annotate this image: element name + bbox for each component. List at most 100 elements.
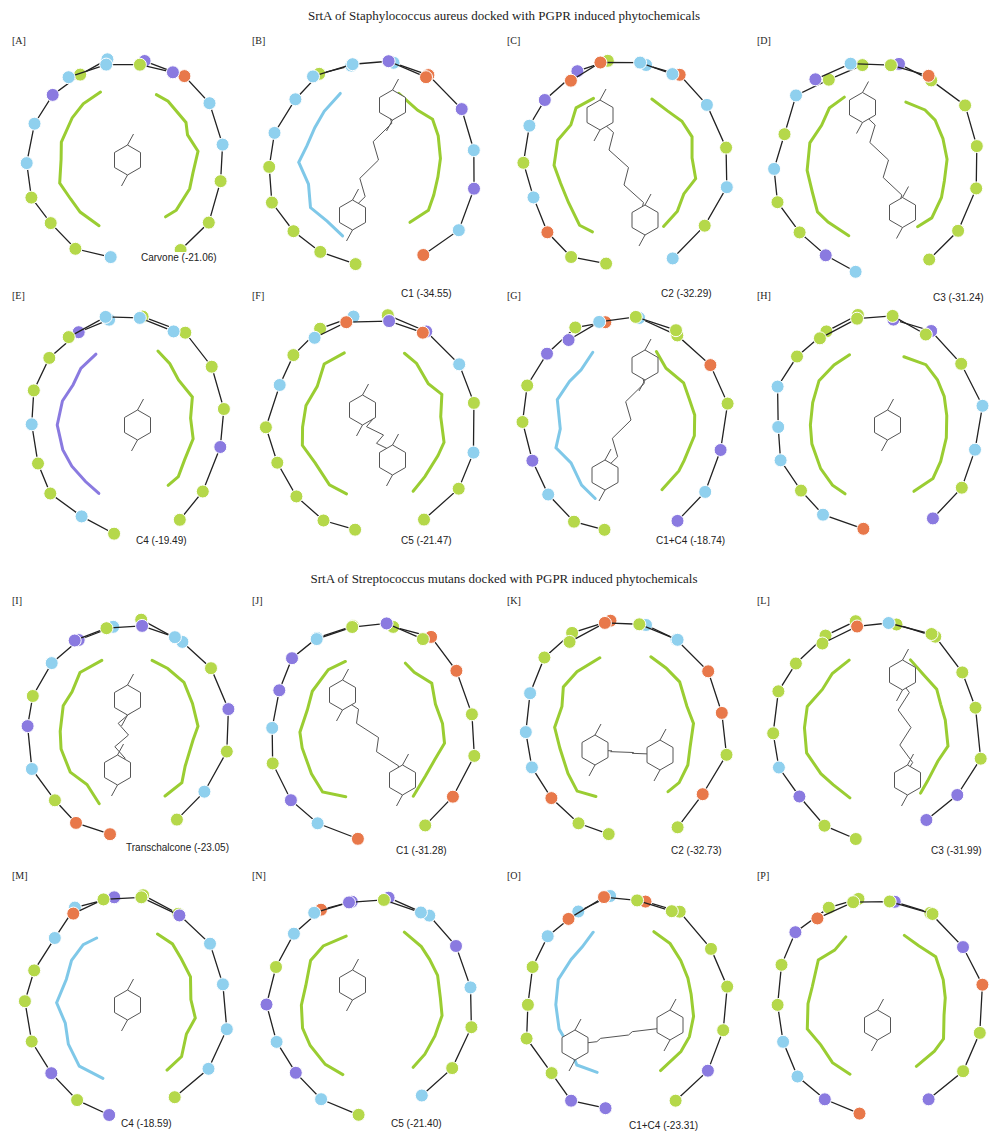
molecule-chain	[347, 105, 392, 215]
residue-circle	[952, 224, 965, 237]
residue-circle	[969, 443, 982, 456]
residue-circle	[166, 66, 179, 79]
residue-circle	[516, 416, 529, 429]
residue-circle	[135, 891, 148, 904]
residue-circle	[538, 94, 551, 107]
residue-circle	[920, 814, 933, 827]
molecule-bond	[343, 669, 349, 680]
residue-circle	[62, 71, 75, 84]
residue-circle	[204, 937, 217, 950]
residue-circle	[844, 57, 857, 70]
residue-circle	[813, 332, 826, 345]
residue-circle	[69, 242, 82, 255]
residue-circle	[43, 351, 56, 364]
residue-circle	[976, 978, 989, 991]
molecule-bond	[363, 384, 369, 395]
residue-circle	[818, 1093, 831, 1106]
residue-circle	[45, 1067, 58, 1080]
molecule-bond	[639, 235, 645, 246]
residue-circle	[97, 893, 110, 906]
residue-circle	[955, 357, 968, 370]
residue-circle	[20, 157, 33, 170]
residue-circle	[217, 403, 230, 416]
molecule-bond	[903, 187, 909, 198]
residue-circle	[633, 618, 646, 631]
backbone-line	[317, 623, 423, 639]
backbone-line	[815, 64, 928, 80]
backbone-line	[28, 627, 114, 834]
panel-letter: [D]	[757, 35, 771, 46]
molecule-ring	[105, 755, 131, 785]
residue-circle	[173, 909, 186, 922]
molecule-bond	[353, 189, 359, 200]
backbone-line	[269, 66, 355, 264]
molecule-bond	[387, 120, 393, 131]
residue-circle	[521, 998, 534, 1011]
residue-circle	[196, 485, 209, 498]
residue-circle	[542, 488, 555, 501]
residue-circle	[46, 88, 59, 101]
residue-circle	[629, 310, 642, 323]
backbone-line	[639, 318, 728, 521]
residue-circle	[956, 666, 969, 679]
residue-circle	[704, 359, 717, 372]
residue-circle	[702, 665, 715, 678]
residue-circle	[973, 1026, 986, 1039]
residue-circle	[271, 456, 284, 469]
residue-circle	[205, 662, 218, 675]
molecule-bond	[654, 770, 660, 781]
molecule-bond	[397, 795, 403, 806]
molecule-ring	[380, 445, 406, 475]
pocket-line	[57, 354, 99, 493]
residue-circle	[133, 58, 146, 71]
residue-circle	[811, 912, 824, 925]
residue-circle	[816, 637, 829, 650]
residue-circle	[380, 617, 393, 630]
residue-circle	[714, 444, 727, 457]
residue-circle	[768, 162, 781, 175]
panel-letter: [E]	[12, 290, 25, 301]
molecule-chain	[897, 675, 913, 780]
molecule-ring	[587, 100, 613, 130]
backbone-line	[315, 321, 423, 338]
compound-score: C1+C4 (-18.74)	[655, 535, 726, 546]
residue-circle	[720, 748, 733, 761]
residue-circle	[48, 932, 61, 945]
residue-circle	[789, 657, 802, 670]
backbone-line	[143, 317, 224, 520]
molecule-bond	[118, 744, 124, 755]
residue-circle	[789, 926, 802, 939]
panel-letter: [O]	[507, 870, 521, 881]
residue-circle	[572, 817, 585, 830]
residue-circle	[289, 1066, 302, 1079]
residue-circle	[705, 942, 718, 955]
residue-circle	[847, 896, 860, 909]
residue-circle	[922, 1093, 935, 1106]
molecule-ring	[350, 395, 376, 425]
residue-circle	[266, 757, 279, 770]
residue-circle	[346, 621, 359, 634]
residue-circle	[919, 328, 932, 341]
compound-score: Carvone (-21.06)	[140, 252, 218, 263]
backbone-line	[141, 620, 228, 820]
panel-letter: [G]	[507, 290, 521, 301]
compound-score: C5 (-21.40)	[390, 1118, 443, 1129]
pocket-line	[302, 353, 346, 494]
residue-circle	[220, 745, 233, 758]
residue-circle	[809, 73, 822, 86]
backbone-line	[27, 59, 111, 257]
molecule-bond	[569, 1060, 575, 1071]
molecule-bond	[138, 399, 144, 410]
residue-circle	[268, 126, 281, 139]
molecule-bond	[393, 434, 399, 445]
residue-circle	[45, 657, 58, 670]
panel-letter: [L]	[757, 595, 770, 606]
residue-circle	[352, 1108, 365, 1121]
residue-circle	[853, 1107, 866, 1120]
residue-circle	[521, 379, 534, 392]
molecule-bond	[857, 123, 863, 134]
molecule-bond	[645, 339, 651, 350]
molecule-bond	[645, 194, 651, 205]
residue-circle	[450, 664, 463, 677]
molecule-bond	[403, 754, 409, 765]
